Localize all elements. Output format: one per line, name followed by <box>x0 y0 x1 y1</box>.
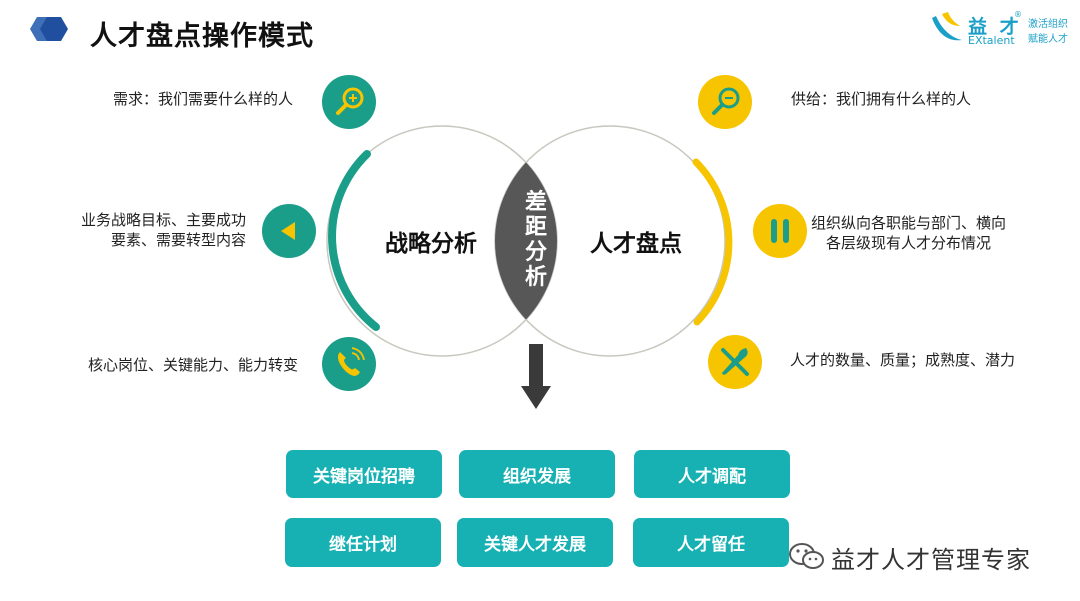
watermark-text: 益才人才管理专家 <box>831 546 1031 574</box>
left-item-label-demand: 需求：我们需要什么样的人 <box>112 90 293 108</box>
zoom-in-icon <box>322 75 376 129</box>
brand-registered-mark: ® <box>1014 10 1022 19</box>
talent-review-label: 人才盘点 <box>590 231 682 257</box>
right-item-label-supply: 供给：我们拥有什么样的人 <box>791 90 972 108</box>
right-item-label-quality: 人才的数量、质量；成熟度、潜力 <box>790 351 1016 369</box>
wechat-watermark: 益才人才管理专家 <box>787 536 1077 576</box>
left-item-label-strategy: 业务战略目标、主要成功 要素、需要转型内容 <box>80 211 246 249</box>
action-talent-allocation[interactable]: 人才调配 <box>634 450 790 498</box>
brand-tagline-2: 赋能人才 <box>1028 34 1068 45</box>
action-key-position-recruiting[interactable]: 关键岗位招聘 <box>286 450 442 498</box>
strategy-analysis-label: 战略分析 <box>385 231 477 257</box>
hexagon-logo-icon <box>30 17 68 41</box>
left-accent-arc <box>328 150 380 331</box>
arrow-left-icon <box>262 204 316 258</box>
brand-mark-icon <box>932 12 962 41</box>
action-org-development[interactable]: 组织发展 <box>459 450 615 498</box>
right-accent-arc <box>692 158 733 326</box>
page-title: 人才盘点操作模式 <box>90 21 314 52</box>
right-item-label-distribution: 组织纵向各职能与部门、横向 各层级现有人才分布情况 <box>811 214 1007 252</box>
action-key-talent-development[interactable]: 关键人才发展 <box>457 518 613 567</box>
down-arrow-icon <box>521 344 551 409</box>
wechat-icon <box>789 543 824 569</box>
brand-name-en: EXtalent <box>968 34 1015 47</box>
brand-logo: 益 才 ® EXtalent 激活组织 赋能人才 <box>928 10 1073 48</box>
brand-name-cn: 益 才 <box>968 16 1022 38</box>
left-item-label-capability: 核心岗位、关键能力、能力转变 <box>87 356 298 374</box>
action-succession-plan[interactable]: 继任计划 <box>285 518 441 567</box>
gap-analysis-label: 差距分析 <box>524 190 547 290</box>
zoom-out-icon <box>698 75 752 129</box>
pause-icon <box>753 204 807 258</box>
brand-tagline-1: 激活组织 <box>1028 19 1068 30</box>
action-talent-retention[interactable]: 人才留任 <box>633 518 789 567</box>
tools-icon <box>708 335 762 389</box>
phone-icon <box>322 337 376 391</box>
